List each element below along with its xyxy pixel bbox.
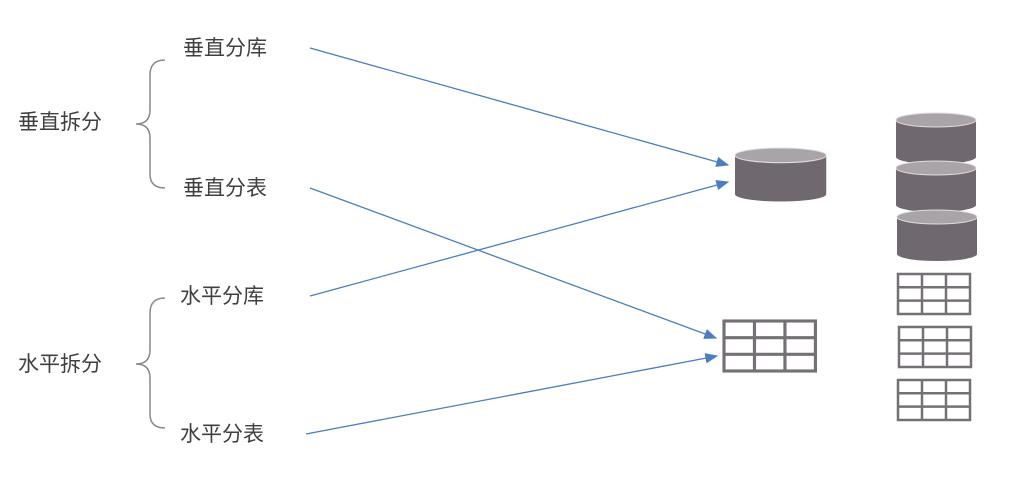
database-icon xyxy=(895,112,977,165)
group-label-vertical: 垂直拆分 xyxy=(18,110,102,134)
item-vertical-table: 垂直分表 xyxy=(183,176,267,200)
item-horizontal-table: 水平分表 xyxy=(180,422,264,446)
item-vertical-db: 垂直分库 xyxy=(183,36,267,60)
item-horizontal-db: 水平分库 xyxy=(180,284,264,308)
table-icon xyxy=(896,272,972,316)
group-label-horizontal: 水平拆分 xyxy=(18,352,102,376)
arrow-vertical-db xyxy=(309,47,730,167)
arrow-vertical-table xyxy=(309,187,718,339)
table-icon xyxy=(897,325,973,369)
database-icon xyxy=(896,209,978,262)
database-icon xyxy=(895,160,977,213)
arrow-horizontal-table xyxy=(305,353,719,435)
brace-vertical xyxy=(135,59,166,189)
brace-horizontal xyxy=(135,297,166,429)
table-icon xyxy=(896,378,972,422)
table-icon xyxy=(722,319,818,373)
database-icon xyxy=(734,147,827,203)
arrow-horizontal-db xyxy=(309,180,730,297)
